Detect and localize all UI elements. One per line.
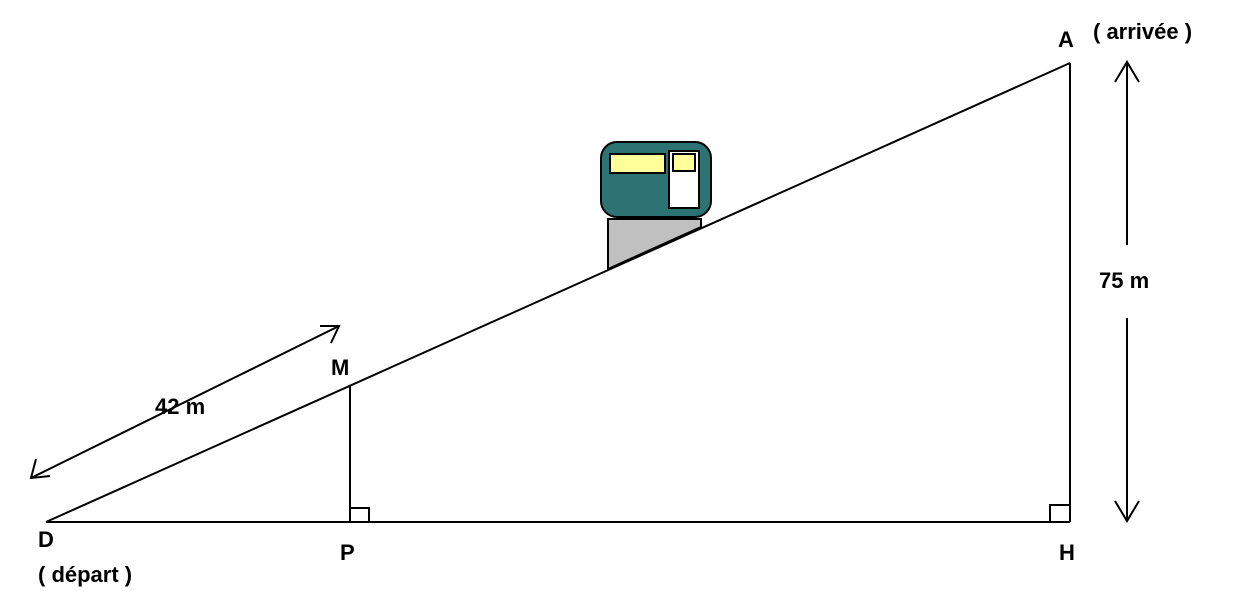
- point-label-m: M: [331, 355, 349, 380]
- point-label-h: H: [1059, 540, 1075, 565]
- funicular-car: [600, 141, 712, 271]
- right-angle-marker-h: [1049, 504, 1070, 522]
- height-label-ah: 75 m: [1099, 268, 1149, 293]
- right-angle-marker-p: [350, 507, 370, 522]
- segment-da: [45, 62, 1071, 523]
- length-label-dm: 42 m: [155, 394, 205, 419]
- label-arrivee: ( arrivée ): [1093, 19, 1192, 44]
- label-depart: ( départ ): [38, 562, 132, 587]
- point-label-d: D: [38, 527, 54, 552]
- point-label-a: A: [1058, 27, 1074, 52]
- car-door-window: [672, 153, 696, 172]
- length-arrow-dm: [29, 325, 341, 480]
- height-arrow-ah: [1114, 60, 1140, 523]
- car-support: [607, 218, 702, 271]
- car-window: [609, 153, 666, 174]
- point-label-p: P: [340, 540, 355, 565]
